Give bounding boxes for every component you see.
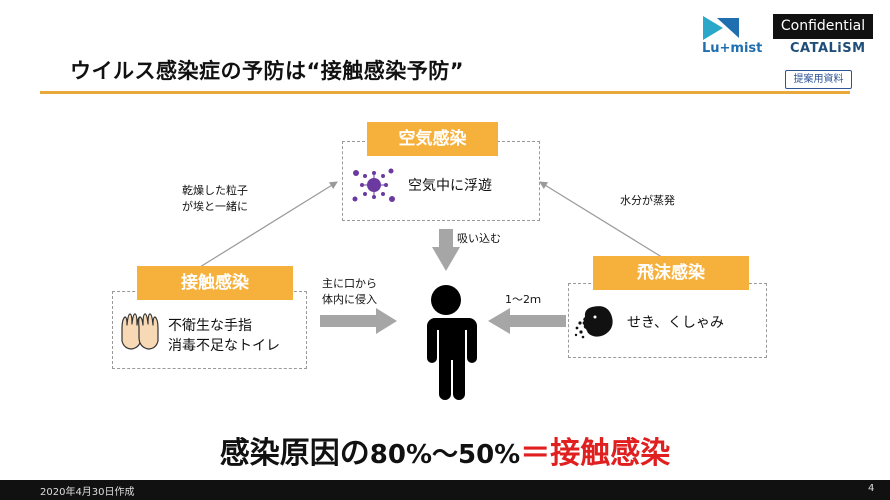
note-mouth-line1: 主に口から (322, 277, 377, 290)
footer-bar (0, 480, 890, 500)
contact-infection-line1: 不衛生な手指 (168, 318, 252, 334)
note-mouth-line2: 体内に侵入 (322, 293, 377, 306)
conclusion-percentage: 80%～50% (369, 440, 521, 470)
note-dry-particles-line2: が埃と一緒に (182, 200, 248, 213)
air-infection-desc: 空気中に浮遊 (408, 178, 492, 194)
lumist-logo-mark-icon (703, 16, 739, 40)
contact-infection-label: 接触感染 (137, 266, 293, 300)
conclusion-equals: ＝ (520, 436, 551, 471)
conclusion-contact-infection: 接触感染 (550, 436, 671, 471)
confidential-label: Confidential (773, 14, 873, 39)
note-inhale: 吸い込む (457, 232, 501, 245)
lumist-logo-text: Lu+mist (702, 41, 763, 56)
page-number: 4 (868, 483, 875, 494)
contact-to-air-line (199, 181, 338, 268)
catalism-logo: CATALiSM (790, 41, 866, 56)
sneeze-face-icon (574, 306, 613, 339)
contact-infection-line2: 消毒不足なトイレ (168, 338, 280, 354)
hands-icon (121, 313, 159, 350)
virus-icon (352, 168, 395, 202)
note-evaporate: 水分が蒸発 (620, 194, 675, 207)
footer-date: 2020年4月30日作成 (40, 487, 135, 498)
title-underline (40, 91, 850, 94)
proposal-badge: 提案用資料 (785, 70, 852, 89)
note-dry-particles-line1: 乾燥した粒子 (182, 184, 248, 197)
note-distance: 1～2ｍ (505, 293, 541, 306)
inhale-arrow-icon (432, 229, 460, 271)
conclusion-text: 感染原因の80%～50%＝接触感染 (0, 428, 890, 472)
mouth-entry-arrow-icon (320, 308, 397, 334)
person-icon (423, 285, 477, 400)
droplet-infection-desc: せき、くしゃみ (627, 315, 725, 331)
air-infection-label: 空気感染 (367, 122, 498, 156)
droplet-infection-label: 飛沫感染 (593, 256, 749, 290)
conclusion-prefix: 感染原因の (219, 436, 370, 471)
droplet-to-air-line (539, 181, 666, 260)
page-title: ウイルス感染症の予防は“接触感染予防” (70, 59, 465, 83)
droplet-arrow-icon (488, 308, 566, 334)
